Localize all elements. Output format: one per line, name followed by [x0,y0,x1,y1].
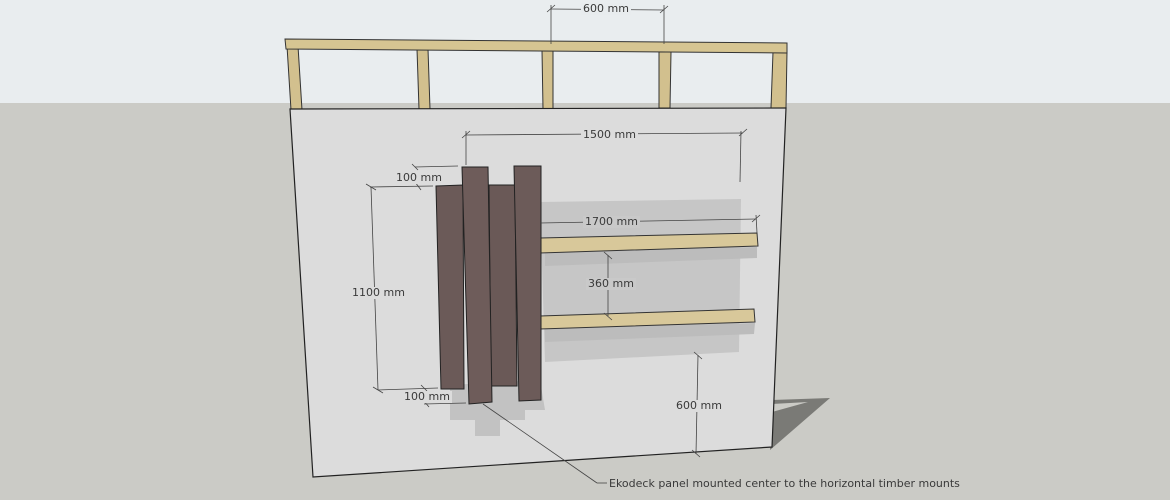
ekodeck-slat [461,166,493,405]
ekodeck-slat [488,184,518,387]
ekodeck-panel-group [435,165,542,405]
dimension-timber-spacing: 360 mm [586,277,636,290]
frame-post [541,49,554,110]
dimension-panel-offset-top: 100 mm [394,171,444,184]
dimension-stud-spacing: 600 mm [581,2,631,15]
dimension-panel-offset-bottom: 100 mm [402,390,452,403]
roof-frame [284,38,788,111]
frame-post [416,48,431,110]
ekodeck-slat [435,184,465,390]
callout-note: Ekodeck panel mounted center to the hori… [609,477,960,490]
dimension-timber-height: 600 mm [674,399,724,412]
wall-ground-shadow [770,398,830,450]
ekodeck-slat [513,165,542,402]
frame-post [658,51,672,109]
frame-top-beam [284,38,788,54]
dimension-panel-span: 1500 mm [581,128,638,141]
dimension-panel-height: 1100 mm [350,286,407,299]
dimension-timber-length: 1700 mm [583,215,640,228]
frame-post [770,51,788,109]
